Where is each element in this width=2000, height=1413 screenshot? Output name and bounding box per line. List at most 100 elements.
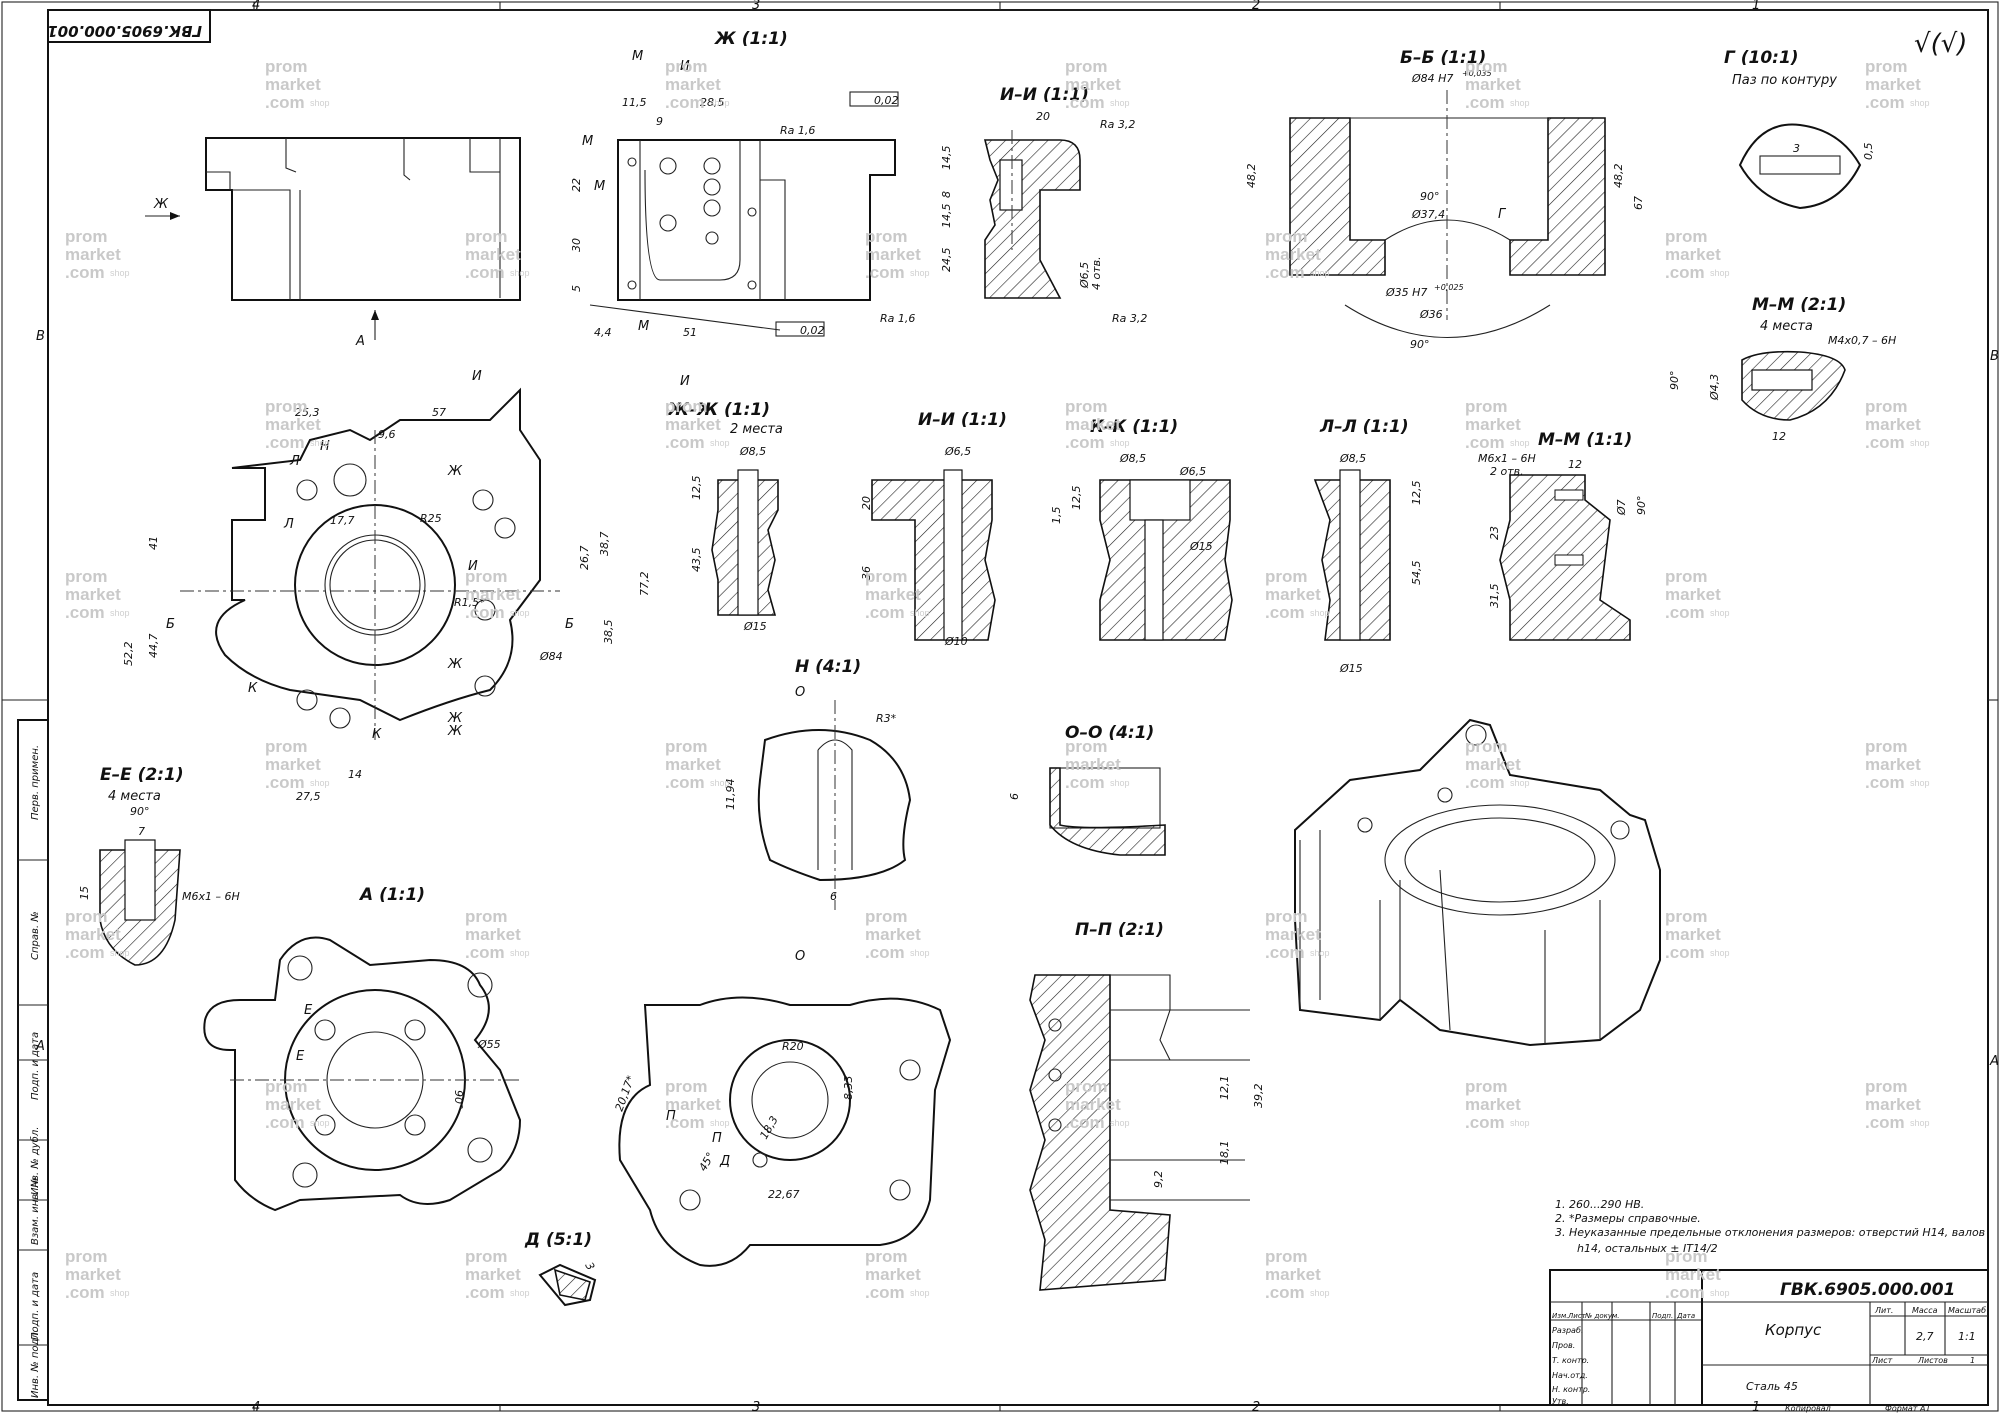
zone-col-label: 4 [252,0,260,13]
svg-text:.com: .com [65,1283,105,1302]
tb-row-head: Утв. [1552,1397,1569,1406]
svg-text:market: market [1265,925,1321,944]
view-letter: Ж [447,711,463,726]
dim-label: 43,5 [690,548,703,573]
dim-label: Ø55 [477,1038,501,1051]
view-letter: И [468,559,478,574]
svg-text:.com: .com [1265,943,1305,962]
mirrored-code-stamp: ГВК.6905.000.001 [47,9,211,43]
view-ii-mid: И–И (1:1) Ø6,5 20 36 Ø10 [860,410,1007,648]
svg-text:market: market [65,1265,121,1284]
dim-label: 48,2 [1612,164,1625,189]
dim-label: 12,5 [1410,481,1423,506]
copied-label: Копировал [1785,1404,1831,1413]
dim-label: 90° [1420,190,1440,203]
zone-col-label: 4 [252,1400,260,1413]
svg-text:.com: .com [465,263,505,282]
svg-text:prom: prom [65,567,108,586]
svg-text:market: market [865,925,921,944]
view-subtitle: Паз по контуру [1732,73,1837,88]
svg-text:.com: .com [65,263,105,282]
svg-text:market: market [1465,755,1521,774]
view-title: О–О (4:1) [1065,723,1154,743]
svg-text:prom: prom [865,1247,908,1266]
view-letter: М [594,179,605,194]
svg-text:prom: prom [1665,907,1708,926]
svg-text:market: market [865,585,921,604]
view-title: П–П (2:1) [1075,920,1164,940]
dim-label: М6х1 – 6Н [182,890,240,903]
svg-text:market: market [865,1265,921,1284]
svg-text:shop: shop [110,608,130,618]
svg-text:.com: .com [1265,1283,1305,1302]
svg-text:.com: .com [1865,1113,1905,1132]
view-a: А (1:1) Ø55 90° Е Е [203,885,522,1212]
view-letter: Л [283,517,294,532]
dim-label: 6 [1008,793,1021,800]
svg-text:market: market [665,1095,721,1114]
svg-text:prom: prom [65,227,108,246]
dim-label: Ø37,4 [1411,208,1445,221]
dim-label: 8,33 [842,1076,855,1101]
view-letter: И [472,369,482,384]
drawing-code: ГВК.6905.000.001 [1780,1280,1955,1300]
dim-label: 0,5 [1862,143,1875,161]
dim-label: Ra 3,2 [1112,312,1147,325]
dim-label: 77,2 [638,572,651,597]
view-letter: Б [565,617,574,632]
svg-text:shop: shop [910,608,930,618]
sheets-label: Листов [1917,1356,1948,1365]
part-name: Корпус [1765,1321,1822,1339]
svg-text:market: market [1065,1095,1121,1114]
dim-label: Ø15 [743,620,767,633]
svg-text:market: market [465,245,521,264]
svg-text:shop: shop [1110,1118,1130,1128]
svg-text:shop: shop [310,98,330,108]
dim-label: 9 [656,115,663,128]
svg-text:market: market [465,925,521,944]
note-line: h14, остальных ± IT14/2 [1577,1242,1718,1255]
svg-text:.com: .com [665,433,705,452]
zone-col-label: 1 [1752,0,1760,13]
dim-label: Ø6,5 [1179,465,1206,478]
tb-col-head: Подп. [1652,1312,1673,1320]
view-title: Ж (1:1) [714,29,788,49]
svg-text:shop: shop [710,98,730,108]
svg-text:.com: .com [1665,603,1705,622]
view-letter: Ж [153,197,169,212]
svg-text:shop: shop [310,1118,330,1128]
side-stamp-cell: Инв. № подл. [30,1329,41,1398]
view-ii-top: И–И (1:1) 20 14,5 8 14,5 24,5 Ø6,5 4 отв… [940,85,1147,325]
svg-text:market: market [1665,245,1721,264]
dim-label: 3 [1793,142,1800,155]
dim-label: Ø8,5 [1119,452,1146,465]
view-subtitle: 4 места [1760,319,1813,334]
dim-label: 90° [1410,338,1430,351]
svg-text:.com: .com [265,1113,305,1132]
svg-text:.com: .com [1865,433,1905,452]
svg-text:market: market [1865,75,1921,94]
dim-label: Ø35 H7 [1385,286,1427,299]
dim-label: 2 отв. [1490,465,1524,478]
view-bottom: R20 8,33 20,17* 18,3 45° 22,67 П П Д [613,996,952,1267]
svg-text:.com: .com [665,93,705,112]
dim-label: 44,7 [147,634,160,659]
dim-label: Ra 3,2 [1100,118,1135,131]
svg-text:prom: prom [1465,397,1508,416]
tb-head-mass: Масса [1912,1306,1938,1315]
dim-label: 41 [147,536,160,550]
svg-text:.com: .com [465,943,505,962]
view-letter: П [712,1131,722,1146]
svg-text:prom: prom [1465,737,1508,756]
view-title: М–М (1:1) [1538,430,1632,450]
svg-text:prom: prom [665,1077,708,1096]
dim-label: 90° [130,805,150,818]
view-letter: М [638,319,649,334]
